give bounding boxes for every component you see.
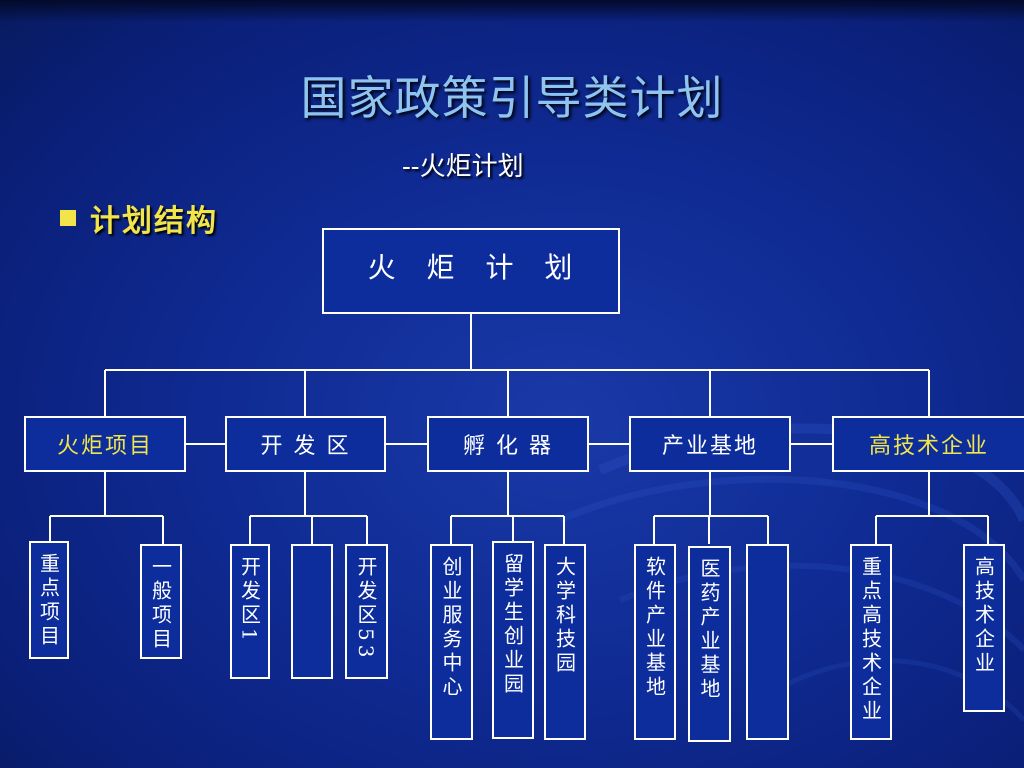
leaf-key-project: 重点项目	[29, 541, 69, 659]
square-bullet-icon	[60, 210, 76, 226]
bullet-label: 计划结构	[90, 204, 218, 239]
root-node: 火 炬 计 划	[322, 228, 620, 314]
leaf-key-high-tech-enterprise: 重点高技术企业	[850, 544, 892, 740]
leaf-entrepreneurship-center: 创业服务中心	[430, 544, 473, 740]
category-torch-projects: 火炬项目	[24, 416, 186, 472]
page-title: 国家政策引导类计划	[300, 71, 724, 125]
category-high-tech-enterprise: 高技术企业	[832, 416, 1024, 472]
category-industry-base: 产业基地	[629, 416, 791, 472]
leaf-empty-2	[746, 544, 789, 740]
leaf-pharma-industry-base: 医药产业基地	[688, 546, 731, 742]
leaf-development-zone-1: 开发区1	[230, 544, 270, 679]
leaf-high-tech-enterprise: 高技术企业	[963, 544, 1005, 712]
leaf-software-industry-base: 软件产业基地	[634, 544, 676, 740]
category-incubator: 孵 化 器	[427, 416, 589, 472]
top-band	[0, 0, 1024, 22]
leaf-general-project: 一般项目	[140, 544, 182, 659]
leaf-university-science-park: 大学科技园	[544, 544, 586, 740]
category-development-zone: 开 发 区	[225, 416, 386, 472]
page-subtitle: --火炬计划	[402, 152, 524, 182]
leaf-returnee-park: 留学生创业园	[492, 541, 534, 739]
leaf-development-zone-53: 开发区53	[345, 544, 388, 679]
bullet-item: 计划结构	[60, 196, 218, 240]
leaf-empty-1	[291, 544, 333, 679]
root-label: 火 炬 计 划	[367, 251, 575, 284]
